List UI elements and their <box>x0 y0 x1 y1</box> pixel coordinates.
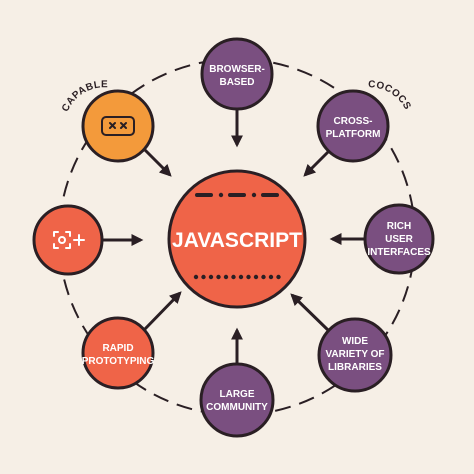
node-label-line: USER <box>385 234 414 245</box>
connector-arrows <box>103 107 367 363</box>
dot <box>216 274 221 280</box>
dot <box>246 274 251 280</box>
node-browser-based[interactable]: BROWSER- BASED <box>200 37 274 111</box>
arrow-cross-platform <box>303 148 332 177</box>
node-label-line: BASED <box>219 77 254 88</box>
arrow-libraries <box>290 293 332 334</box>
center-node[interactable]: JAVASCRIPT <box>167 169 307 309</box>
node-libraries[interactable]: WIDE VARIETY OF LIBRARIES <box>317 317 393 393</box>
dot <box>208 274 214 280</box>
node-label-line: LIBRARIES <box>328 362 382 373</box>
center-circle <box>167 169 307 309</box>
node-label-line: INTERFACES <box>367 247 431 258</box>
code-x-icon <box>101 116 135 136</box>
node-label-line: PROTOTYPING <box>82 356 155 367</box>
top-dash-line <box>195 192 279 198</box>
bottom-dot-line <box>193 274 281 280</box>
dot <box>193 274 199 280</box>
node-label-line: RICH <box>387 221 411 232</box>
node-label-line: BROWSER- <box>209 64 265 75</box>
node-label-line: PLATFORM <box>326 129 381 140</box>
node-label-line: LARGE <box>220 389 255 400</box>
node-label-line: RAPID <box>102 343 133 354</box>
svg-text:BROWSER-BASED: BROWSER- BASED <box>209 64 265 88</box>
node-community[interactable]: LARGE COMMUNITY <box>199 362 275 438</box>
dot <box>223 274 229 280</box>
dot <box>253 274 259 280</box>
dot <box>268 274 274 280</box>
dot <box>261 274 266 280</box>
node-cross-platform[interactable]: CROSS- PLATFORM <box>316 89 390 163</box>
center-title: JAVASCRIPT <box>172 229 302 252</box>
node-integration[interactable] <box>32 204 104 276</box>
node-label-line: VARIETY OF <box>325 349 384 360</box>
dot <box>238 274 244 280</box>
dot <box>231 274 236 280</box>
dot <box>276 274 281 280</box>
arrow-rapid-prototyping <box>142 291 182 332</box>
node-label-line: WIDE <box>342 336 368 347</box>
node-label-line: COMMUNITY <box>206 402 268 413</box>
node-capable[interactable] <box>81 89 155 163</box>
svg-text:CROSS-PLATFORM: CROSS- PLATFORM <box>326 116 381 140</box>
node-label-line: CROSS- <box>334 116 373 127</box>
node-rich-ui[interactable]: RICH USER INTERFACES <box>363 203 435 275</box>
dot <box>201 274 206 280</box>
node-rapid-prototyping[interactable]: RAPID PROTOTYPING <box>81 316 155 390</box>
puzzle-nodes-icon <box>53 231 85 249</box>
arrow-capable <box>143 148 172 177</box>
